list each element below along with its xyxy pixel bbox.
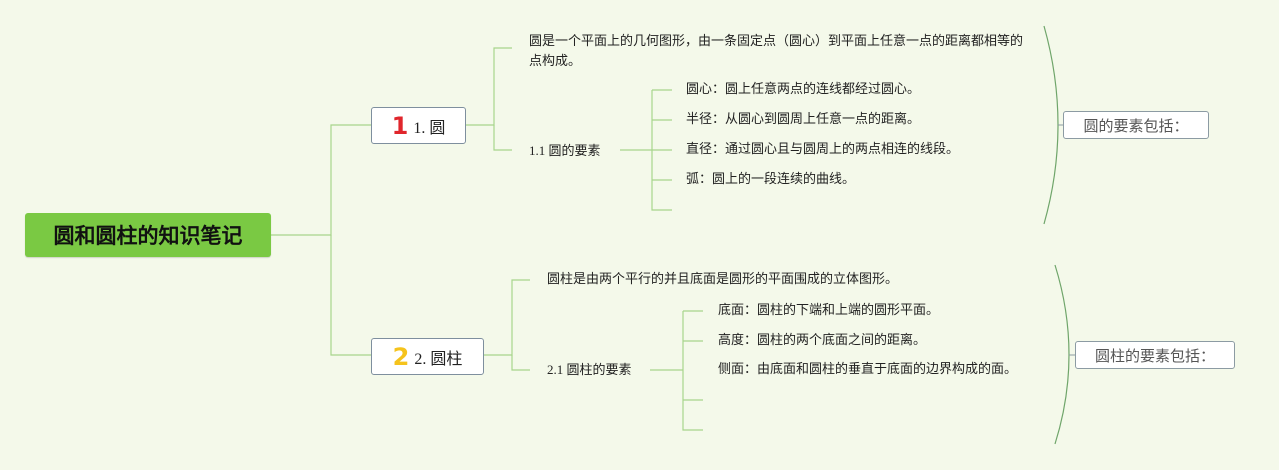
cylinder-element-item[interactable]: 高度：圆柱的两个底面之间的距离。 xyxy=(718,333,927,348)
circle-element-item[interactable]: 圆心：圆上任意两点的连线都经过圆心。 xyxy=(686,82,921,97)
summary-bracket-2 xyxy=(1054,264,1070,445)
cylinder-summary[interactable]: 圆柱的要素包括： xyxy=(1075,341,1235,369)
circle-element-item[interactable]: 直径：通过圆心且与圆周上的两点相连的线段。 xyxy=(686,142,960,157)
branch-label: 2. 圆柱 xyxy=(414,350,463,368)
summary-bracket-1 xyxy=(1043,25,1059,225)
branch-cylinder[interactable]: 2 2. 圆柱 xyxy=(371,338,484,375)
circle-element-item[interactable]: 半径：从圆心到圆周上任意一点的距离。 xyxy=(686,112,921,127)
circle-elements-topic[interactable]: 1.1 圆的要素 xyxy=(529,143,601,158)
branch-label: 1. 圆 xyxy=(413,119,446,137)
cylinder-element-item[interactable]: 底面：圆柱的下端和上端的圆形平面。 xyxy=(718,303,940,318)
number-1-icon: 1 xyxy=(391,111,409,140)
root-topic[interactable]: 圆和圆柱的知识笔记 xyxy=(25,213,271,257)
cylinder-elements-topic[interactable]: 2.1 圆柱的要素 xyxy=(547,362,632,377)
number-2-icon: 2 xyxy=(392,342,410,371)
circle-definition[interactable]: 圆是一个平面上的几何图形，由一条固定点（圆心）到平面上任意一点的距离都相等的点构… xyxy=(529,34,1024,69)
cylinder-element-item[interactable]: 侧面：由底面和圆柱的垂直于底面的边界构成的面。 xyxy=(718,362,1018,377)
cylinder-definition[interactable]: 圆柱是由两个平行的并且底面是圆形的平面围成的立体图形。 xyxy=(547,272,899,287)
branch-circle[interactable]: 1 1. 圆 xyxy=(371,107,466,144)
circle-element-item[interactable]: 弧：圆上的一段连续的曲线。 xyxy=(686,172,856,187)
circle-summary[interactable]: 圆的要素包括： xyxy=(1063,111,1209,139)
